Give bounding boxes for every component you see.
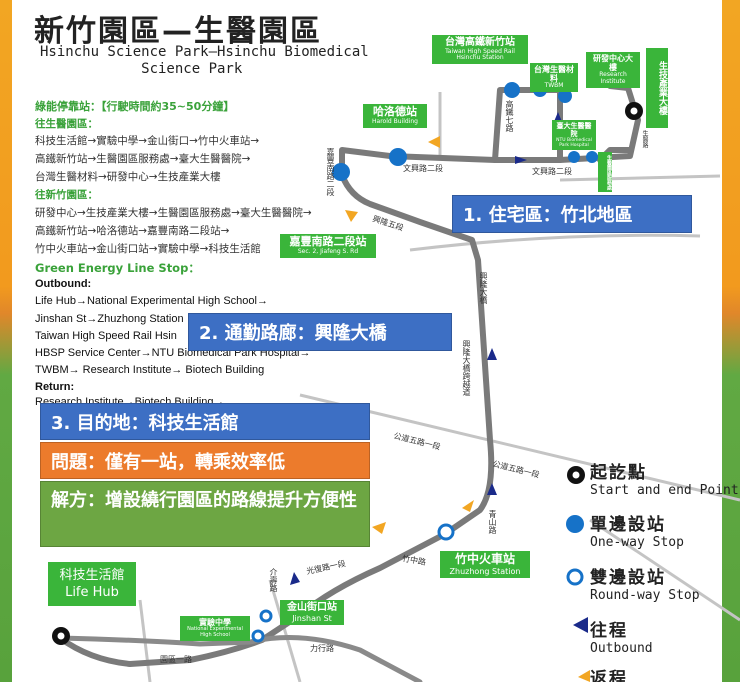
- solution-overlay: 解方：增設繞行園區的路線提升方便性: [40, 481, 370, 547]
- return-arrow: [578, 670, 590, 682]
- hsinchu-line-2: 高鐵新竹站→哈洛德站→嘉豐南路二段站→: [35, 225, 230, 237]
- legend-outbound: 往程 Outbound: [590, 621, 653, 656]
- road-secondary: [559, 174, 721, 182]
- zone2-overlay: 2. 通勤路廊：興隆大橋: [188, 313, 452, 351]
- legend-one-way: 單邊設站 One-way Stop: [590, 515, 684, 550]
- legend-one-way-marker: [566, 515, 584, 533]
- zone1-overlay: 1. 住宅區：竹北地區: [452, 195, 692, 233]
- outbound-line-2: Jinshan St→Zhuzhong Station: [35, 313, 184, 325]
- legend-start-end: 起訖點 Start and end Point: [590, 463, 739, 498]
- legend-round-way: 雙邊設站 Round-way Stop: [590, 568, 700, 603]
- outbound-arrow: [515, 156, 527, 164]
- biomed-heading: 往生醫園區：: [35, 118, 98, 130]
- road-secondary: [409, 233, 701, 252]
- road-secondary: [299, 393, 740, 502]
- line-heading: 綠能停靠站：【行駛時間約35~50分鐘】: [35, 100, 235, 113]
- route-line: [57, 83, 641, 667]
- road-label: 園區一路: [160, 655, 192, 664]
- road-label: 興隆大橋: [479, 272, 488, 304]
- hsinchu-line-3: 竹中火車站→金山街口站→實驗中學→科技生活館: [35, 243, 261, 255]
- stop-marker: [332, 163, 350, 181]
- road-label: 力行路: [310, 644, 334, 653]
- legend-outbound-arrow: [573, 617, 588, 633]
- stop-marker: [389, 148, 407, 166]
- stop-marker: [259, 609, 273, 623]
- outbound-arrows: [290, 112, 588, 633]
- road-label: 生醫路: [641, 130, 648, 148]
- stop-marker: [504, 82, 520, 98]
- page-subtitle: Hsinchu Science Park—Hsinchu Biomedical …: [40, 44, 369, 77]
- route-line: [57, 635, 423, 682]
- hsinchu-heading: 往新竹園區：: [35, 189, 98, 201]
- biomed-line-3: 台灣生醫材料→研發中心→生技產業大樓: [35, 171, 221, 183]
- stop-marker: [568, 151, 580, 163]
- biomed-line-2: 高鐵新竹站→生醫園區服務處→臺大生醫醫院→: [35, 153, 251, 165]
- road-label: 文興路二段: [403, 164, 443, 173]
- outbound-arrow: [290, 572, 300, 585]
- legend-round-way-marker: [566, 568, 584, 586]
- hsinchu-line-1: 研發中心→生技產業大樓→生醫園區服務處→臺大生醫醫院→: [35, 207, 312, 219]
- outbound-line-3: Taiwan High Speed Rail Hsin: [35, 330, 177, 342]
- road-label: 文興路二段: [532, 167, 572, 176]
- road-label: 嘉豐南路二段: [326, 148, 335, 196]
- road-label: 高鐵七路: [505, 100, 514, 132]
- return-arrows: [345, 136, 590, 682]
- return-arrow: [428, 136, 440, 148]
- station-label-service: 生醫園區服務處: [598, 152, 612, 192]
- zone3-overlay: 3. 目的地：科技生活館: [40, 403, 370, 440]
- station-label-biotech: 生技產業大樓: [646, 48, 668, 128]
- stop-marker: [251, 629, 265, 643]
- terminal-points: [52, 102, 643, 645]
- right-edge-stripe: [722, 0, 740, 682]
- stop-marker: [586, 151, 598, 163]
- outbound-label: Outbound:: [35, 278, 92, 290]
- left-edge-stripe: [0, 0, 12, 682]
- return-arrow: [372, 522, 386, 534]
- return-arrow: [462, 500, 474, 512]
- one-way-stops: [332, 82, 598, 533]
- road-secondary: [589, 518, 740, 622]
- problem-overlay: 問題：僅有一站，轉乘效率低: [40, 442, 370, 479]
- outbound-arrow: [487, 348, 497, 360]
- road-label: 青山路: [488, 510, 497, 534]
- stop-marker: [437, 523, 455, 541]
- road-label: 介壽路: [269, 568, 278, 592]
- return-label: Return:: [35, 381, 75, 393]
- return-arrow: [345, 210, 358, 222]
- secondary-roads: [138, 92, 740, 682]
- en-heading: Green Energy Line Stop：: [35, 261, 200, 275]
- biomed-line-1: 科技生活館→實驗中學→金山街口→竹中火車站→: [35, 135, 260, 147]
- stop-marker: [558, 89, 572, 103]
- outbound-arrow: [487, 483, 497, 495]
- outbound-line-5: TWBM→ Research Institute→ Biotech Buildi…: [35, 364, 265, 376]
- round-way-stops: [251, 523, 584, 643]
- road-label: 興隆大橋跨越道: [462, 340, 471, 396]
- road-secondary: [268, 579, 302, 682]
- outbound-line-1: Life Hub→National Experimental High Scho…: [35, 295, 268, 307]
- legend-return: 返程: [590, 669, 628, 682]
- page-title: 新竹園區—生醫園區: [34, 14, 322, 49]
